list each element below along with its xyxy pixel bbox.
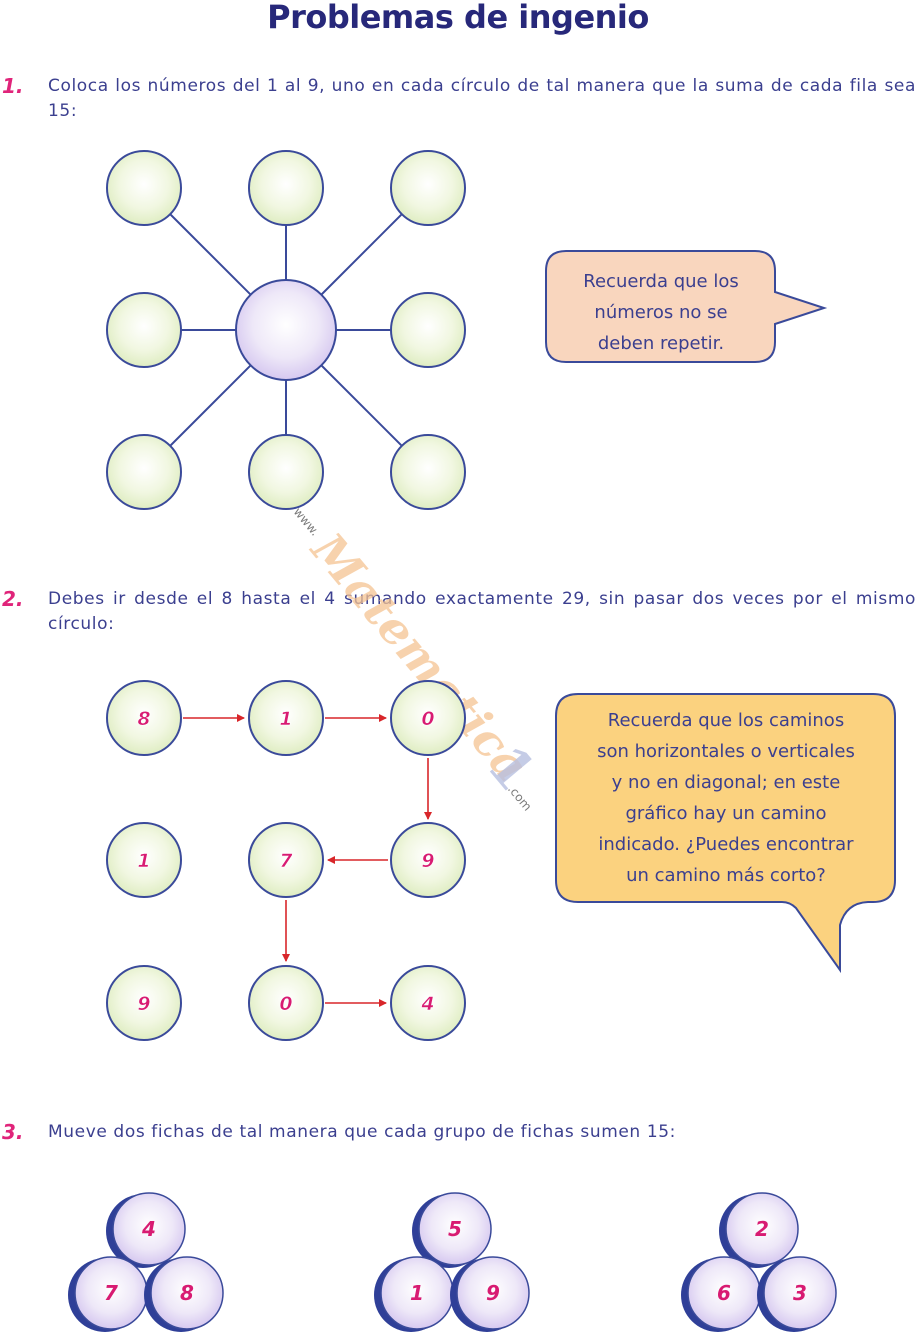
grid-circle[interactable] [390,822,466,898]
chip[interactable]: 6 [681,1256,761,1332]
grid-digit: 1 [137,850,150,872]
empty-circle[interactable] [390,434,466,510]
bubble-1-line: deben repetir. [597,333,725,354]
empty-circle[interactable] [106,292,182,368]
problem-3-text: Mueve dos fichas de tal manera que cada … [48,1122,676,1142]
bubble-1-line: Recuerda que los [583,271,739,292]
chip-group: 2 6 3 [681,1192,837,1332]
problem-1-text: Coloca los números del 1 al 9, uno en ca… [48,76,916,121]
chip[interactable]: 2 [719,1192,799,1268]
chip[interactable]: 3 [757,1256,837,1332]
grid-circle[interactable] [248,680,324,756]
star-diagram [106,150,466,510]
speech-bubble-2 [555,693,896,974]
bubble-2-line: un camino más corto? [626,865,826,886]
grid-digit: 9 [421,850,434,872]
chip-digit: 5 [448,1217,462,1241]
grid-digit: 7 [279,850,293,872]
empty-circle[interactable] [248,434,324,510]
grid-circle[interactable] [248,965,324,1041]
grid-circle[interactable] [390,680,466,756]
chip-group: 5 1 9 [374,1192,530,1332]
chip-digit: 8 [180,1281,194,1305]
grid-digit: 0 [279,993,292,1015]
problem-3-number: 3. [2,1120,24,1144]
bubble-2-line: Recuerda que los caminos [607,710,845,731]
svg-text:.com: .com [505,782,535,814]
bubble-2-line: son horizontales o verticales [597,741,855,762]
chip-digit: 7 [104,1281,118,1305]
chip-groups: 4 7 8 5 1 9 2 6 3 [68,1192,837,1332]
chip-face [150,1256,224,1330]
page-title: Problemas de ingenio [267,0,649,36]
empty-circle[interactable] [106,434,182,510]
chip-group: 4 7 8 [68,1192,224,1332]
chip-face [456,1256,530,1330]
problem-2-text: Debes ir desde el 8 hasta el 4 sumando e… [48,589,916,634]
grid-digit: 8 [137,708,150,730]
chip-digit: 4 [141,1217,156,1241]
problem-2-number: 2. [2,587,24,611]
bubble-2-line: gráfico hay un camino [625,803,827,824]
problem-1-number: 1. [2,74,24,98]
chip-digit: 6 [717,1281,731,1305]
bubble-1-line: números no se [594,302,728,323]
bubble-2-line: y no en diagonal; en este [611,772,841,793]
grid-digit: 1 [279,708,292,730]
chip[interactable]: 5 [412,1192,492,1268]
chip-digit: 3 [793,1281,807,1305]
chip-face [112,1192,186,1266]
empty-circle[interactable] [106,150,182,226]
grid-circle[interactable] [248,822,324,898]
bubble-2-line: indicado. ¿Puedes encontrar [598,834,854,855]
bubble-1-text: Recuerda que los números no se deben rep… [546,266,776,359]
empty-circle[interactable] [390,292,466,368]
chip[interactable]: 9 [450,1256,530,1332]
grid-circle[interactable] [106,680,182,756]
grid-circle[interactable] [106,822,182,898]
chip-digit: 9 [486,1281,500,1305]
chip-digit: 2 [755,1217,769,1241]
grid-digit: 0 [421,708,434,730]
chip-face [725,1192,799,1266]
path-arrows [183,714,432,1007]
chip-digit: 1 [410,1281,424,1305]
speech-bubble-1 [545,250,828,363]
svg-text:www.: www. [291,505,322,539]
grid-circle[interactable] [106,965,182,1041]
watermark: www. Matematica 1 .com [291,505,549,814]
chip[interactable]: 7 [68,1256,148,1332]
bubble-2-text: Recuerda que los caminos son horizontale… [556,705,896,891]
chip[interactable]: 1 [374,1256,454,1332]
grid-digit: 9 [137,993,150,1015]
center-circle[interactable] [235,279,337,381]
grid-circle[interactable] [390,965,466,1041]
chip[interactable]: 8 [144,1256,224,1332]
chip-face [418,1192,492,1266]
empty-circle[interactable] [390,150,466,226]
chip[interactable]: 4 [106,1192,186,1268]
grid-digit: 4 [420,993,434,1015]
empty-circle[interactable] [248,150,324,226]
chip-face [763,1256,837,1330]
path-grid: 8 1 0 1 7 9 9 0 4 [106,680,466,1041]
